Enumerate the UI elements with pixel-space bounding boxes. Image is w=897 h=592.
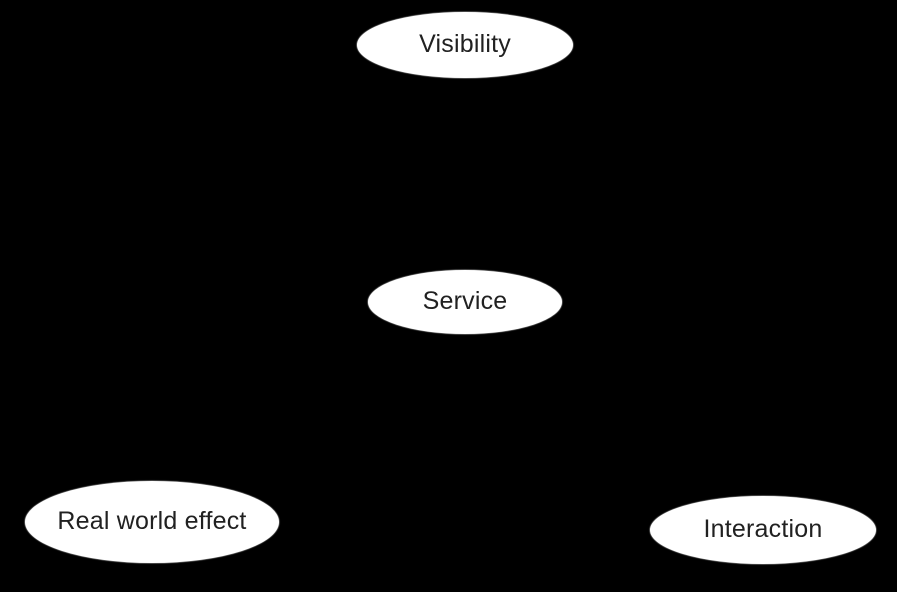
node-interaction-label: Interaction [703, 514, 823, 543]
node-interaction: Interaction [650, 496, 876, 564]
node-service: Service [368, 270, 562, 334]
node-real-world-effect-label: Real world effect [57, 506, 247, 535]
node-visibility: Visibility [357, 12, 573, 78]
node-service-label: Service [422, 286, 508, 315]
node-visibility-label: Visibility [419, 29, 511, 58]
node-real-world-effect: Real world effect [25, 481, 279, 563]
